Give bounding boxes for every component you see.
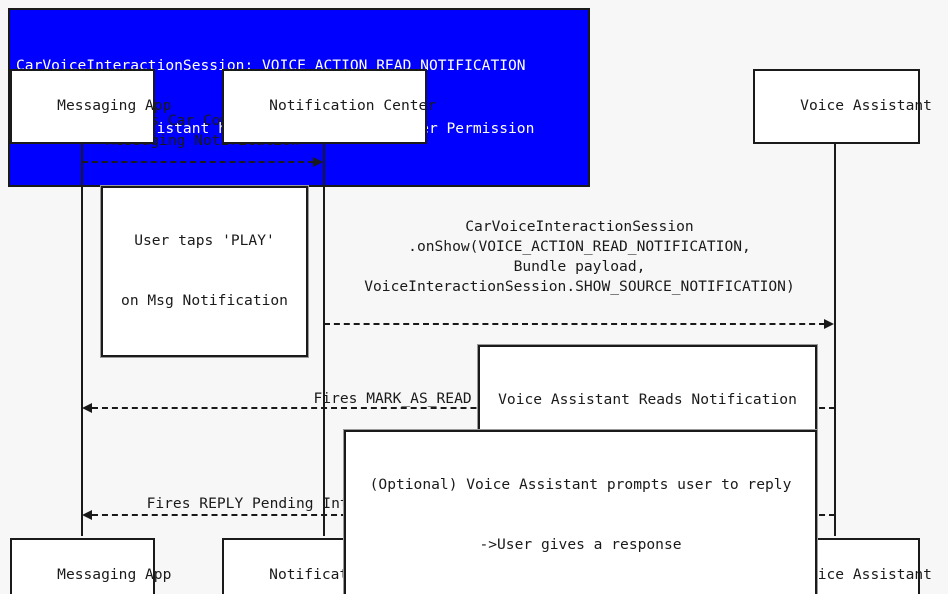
lifeline-voice-assistant (834, 104, 836, 536)
note-line-1: User taps 'PLAY' (134, 232, 275, 249)
participant-label: Notification Center (269, 97, 437, 114)
participant-label: Voice Assistant (800, 97, 932, 114)
arrow-head-on-show (824, 319, 834, 329)
participant-label: Messaging App (57, 566, 172, 583)
note-line-2: ->User gives a response (479, 536, 682, 553)
message-line-mark-as-read (92, 407, 835, 409)
participant-label: Messaging App (57, 97, 172, 114)
note-optional-reply-prompt: (Optional) Voice Assistant prompts user … (344, 430, 817, 594)
note-line-1: (Optional) Voice Assistant prompts user … (369, 476, 792, 493)
note-user-taps-play: User taps 'PLAY' on Msg Notification (101, 186, 308, 357)
participant-top-notification-center[interactable]: Notification Center (222, 69, 436, 144)
participant-label: Voice Assistant (800, 566, 932, 583)
lifeline-notification-center (323, 104, 325, 536)
note-line-1: Voice Assistant Reads Notification (498, 391, 797, 408)
message-line-on-show (324, 323, 825, 325)
lifeline-messaging-app (81, 104, 83, 536)
participant-top-voice-assistant[interactable]: Voice Assistant (753, 69, 932, 144)
note-line-2: on Msg Notification (121, 292, 288, 309)
message-label-on-show: CarVoiceInteractionSession .onShow(VOICE… (364, 218, 795, 295)
message-line-posts-notification (82, 161, 314, 163)
arrow-head-posts-notification (313, 157, 323, 167)
arrow-head-reply-intent (82, 510, 92, 520)
participant-bottom-messaging-app[interactable]: Messaging App (10, 538, 171, 594)
participant-top-messaging-app[interactable]: Messaging App (10, 69, 171, 144)
arrow-head-mark-as-read (82, 403, 92, 413)
